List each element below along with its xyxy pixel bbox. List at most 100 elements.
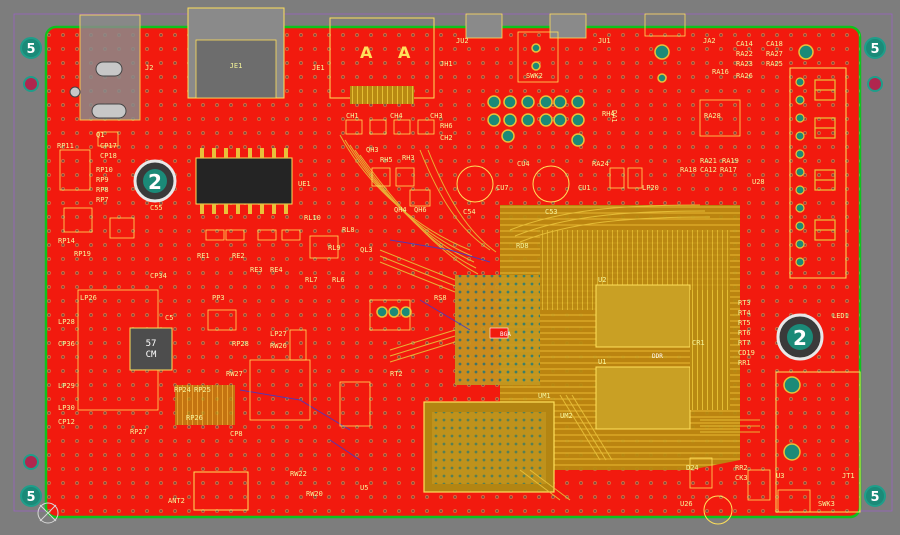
mounting-hole-right-inner: [787, 324, 813, 350]
label-rh3: RH3: [402, 154, 415, 162]
label-rw23: RW22: [290, 470, 307, 478]
label-cp9: PP3: [212, 294, 225, 302]
label-rp10: RP10: [96, 166, 113, 174]
mounting-hole-tl[interactable]: [20, 37, 42, 59]
label-da6: RA16: [712, 68, 729, 76]
misc-holes: [376, 44, 814, 318]
label-ju2: JU2: [456, 37, 469, 45]
label-jt1: JT1: [842, 472, 855, 480]
label-rp11: RP11: [57, 142, 74, 150]
jh1-a-right: A: [398, 43, 411, 62]
label-qh4: QH4: [394, 206, 407, 214]
label-um1: UM1: [538, 392, 551, 400]
jt1-hole-top: [783, 376, 801, 394]
label-rp14: RP14: [58, 237, 75, 245]
label-rp28: RP27: [130, 428, 147, 436]
mounting-hole-bl[interactable]: [20, 485, 42, 507]
label-cu7: CU7: [496, 184, 509, 192]
label-u1: U1: [598, 358, 606, 366]
footprint-d24[interactable]: [703, 495, 733, 525]
label-cd19: CR1: [692, 339, 705, 347]
connector-ja2[interactable]: [644, 13, 686, 37]
led-display[interactable]: [789, 67, 847, 279]
mounting-hole-left-inner: [143, 169, 167, 193]
mounting-hole-tr[interactable]: [864, 37, 886, 59]
label-cp36: LP28: [58, 318, 75, 326]
label-ddr: DDR: [652, 353, 663, 360]
label-rl7: RL7: [305, 276, 318, 284]
label-ca18: CA18: [766, 40, 783, 48]
label-q1: Q1: [96, 131, 104, 139]
ddr-chip-u1[interactable]: [595, 366, 691, 430]
ddr-termination: [690, 290, 730, 410]
jh1-pins: [350, 86, 414, 104]
label-rr2: D24: [686, 464, 699, 472]
label-cp13: CP8: [230, 430, 243, 438]
mid-mark-right: 2: [793, 326, 807, 350]
label-re2: RE2: [232, 252, 245, 260]
label-ra24: DA1: [610, 110, 618, 123]
ddr-chip-u2[interactable]: [595, 284, 691, 348]
label-cp34: CP34: [150, 272, 167, 280]
label-bga: BGA: [500, 331, 511, 338]
label-ue1: UE1: [298, 180, 311, 188]
label-rl9: RL9: [328, 244, 341, 252]
label-lp28: LP26: [80, 294, 97, 302]
chip-ue1[interactable]: [195, 157, 293, 205]
label-rw26: LP27: [270, 330, 287, 338]
connector-ju2[interactable]: [465, 13, 503, 39]
connector-je1-body: [195, 39, 277, 99]
label-x7: U5: [360, 484, 368, 492]
label-ra28: RA23: [736, 60, 753, 68]
label-rw21: RW20: [306, 490, 323, 498]
label-cp12: LP30: [58, 404, 75, 412]
qfn-chip[interactable]: [129, 327, 173, 371]
label-ra18: RA19: [722, 157, 739, 165]
label-rt5: RT7: [738, 339, 751, 347]
label-rt3: RT5: [738, 319, 751, 327]
switch-swk2[interactable]: [517, 31, 559, 83]
label-rp27: RP26: [186, 414, 203, 422]
connector-j2-hole: [69, 86, 81, 98]
corner-mark-br: 5: [870, 490, 879, 505]
mounting-hole-br[interactable]: [864, 485, 886, 507]
origin-marker: [37, 502, 59, 524]
antenna-ant2[interactable]: [193, 471, 249, 511]
label-cr1: CK3: [735, 474, 748, 482]
label-cp18: CP18: [100, 152, 117, 160]
label-ra22: RA22: [736, 50, 753, 58]
cap-cu4[interactable]: [456, 165, 494, 203]
label-ca20: RA28: [704, 112, 721, 120]
connector-jt1[interactable]: [775, 371, 861, 513]
label-rp9: RP9: [96, 176, 109, 184]
corner-markers: [20, 37, 886, 507]
label-rl6: RL6: [332, 276, 345, 284]
label-lp29: CP36: [58, 340, 75, 348]
label-c55: C55: [150, 204, 163, 212]
label-ra26: RA26: [736, 72, 753, 80]
component-outlines: [59, 99, 771, 501]
power-stage-pads: [175, 385, 235, 425]
label-ra25: RA25: [766, 60, 783, 68]
label-lw1: RT2: [390, 370, 403, 378]
label-cu2: CU1: [578, 184, 591, 192]
label-rt4: RT6: [738, 329, 751, 337]
label-c53: C53: [545, 208, 558, 216]
switch-swk3[interactable]: [777, 489, 811, 513]
label-lp26: LP20: [642, 184, 659, 192]
label-ja2: JA2: [703, 37, 716, 45]
label-rp19: RP19: [74, 250, 91, 258]
label-swk2: SWK2: [526, 72, 543, 80]
label-je1: JE1: [312, 64, 325, 72]
qfn-label-bottom: CM: [146, 350, 157, 360]
label-rp8: RP8: [96, 186, 109, 194]
connector-ju1[interactable]: [549, 13, 587, 39]
side-holes: [23, 76, 883, 470]
corner-mark-tr: 5: [870, 42, 879, 57]
label-rp25: RP24: [174, 386, 191, 394]
label-c54: C54: [463, 208, 476, 216]
label-ju1: JU1: [598, 37, 611, 45]
cap-cu3[interactable]: [532, 165, 570, 203]
label-ql3: QL3: [360, 246, 373, 254]
